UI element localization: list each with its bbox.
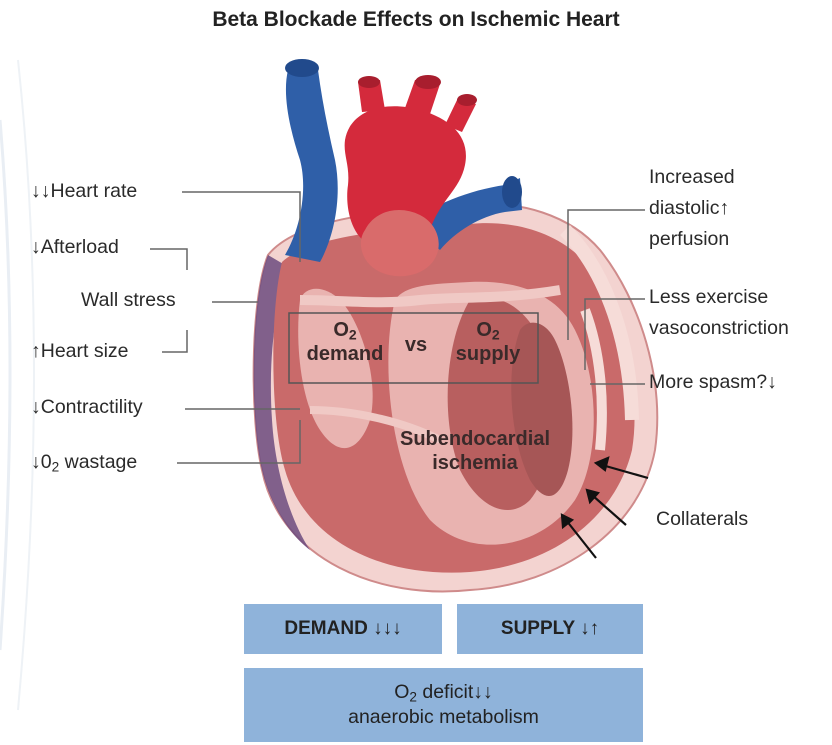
vasoconstriction-label: vasoconstriction bbox=[649, 317, 789, 341]
o2-demand-label: O2 demand bbox=[295, 318, 395, 366]
aorta-branch-2-opening bbox=[415, 75, 441, 89]
contractility-label: ↓Contractility bbox=[31, 396, 143, 420]
afterload-label: ↓Afterload bbox=[31, 236, 119, 260]
heart-size-leader bbox=[162, 330, 187, 352]
pulmonary-artery-opening bbox=[502, 176, 522, 208]
wall-stress-label: Wall stress bbox=[81, 289, 176, 313]
anaerobic-metabolism-line: anaerobic metabolism bbox=[348, 705, 539, 730]
afterload-leader bbox=[150, 249, 187, 270]
supply-box: SUPPLY ↓↑ bbox=[457, 604, 643, 654]
collaterals-label: Collaterals bbox=[656, 508, 748, 532]
o2-deficit-box: O2 deficit↓↓ anaerobic metabolism bbox=[244, 668, 643, 742]
aorta-branch-1-opening bbox=[358, 76, 380, 88]
vs-label: vs bbox=[394, 333, 438, 357]
superior-vena-cava bbox=[285, 70, 338, 262]
pulmonary-trunk bbox=[361, 210, 439, 276]
heart-rate-label: ↓↓Heart rate bbox=[31, 180, 137, 204]
demand-box: DEMAND ↓↓↓ bbox=[244, 604, 442, 654]
o2-deficit-line: O2 deficit↓↓ bbox=[394, 680, 493, 705]
increased-label: Increased bbox=[649, 166, 735, 190]
diastolic-label: diastolic↑ bbox=[649, 197, 729, 221]
vena-cava-opening bbox=[285, 59, 319, 77]
less-exercise-label: Less exercise bbox=[649, 286, 768, 310]
aorta-branch-3-opening bbox=[457, 94, 477, 106]
o2-wastage-label: ↓02 wastage bbox=[31, 451, 137, 475]
more-spasm-label: More spasm?↓ bbox=[649, 371, 777, 395]
subendocardial-ischemia-label: Subendocardial ischemia bbox=[370, 427, 580, 475]
perfusion-label: perfusion bbox=[649, 228, 729, 252]
o2-supply-label: O2 supply bbox=[442, 318, 534, 366]
heart-size-label: ↑Heart size bbox=[31, 340, 129, 364]
